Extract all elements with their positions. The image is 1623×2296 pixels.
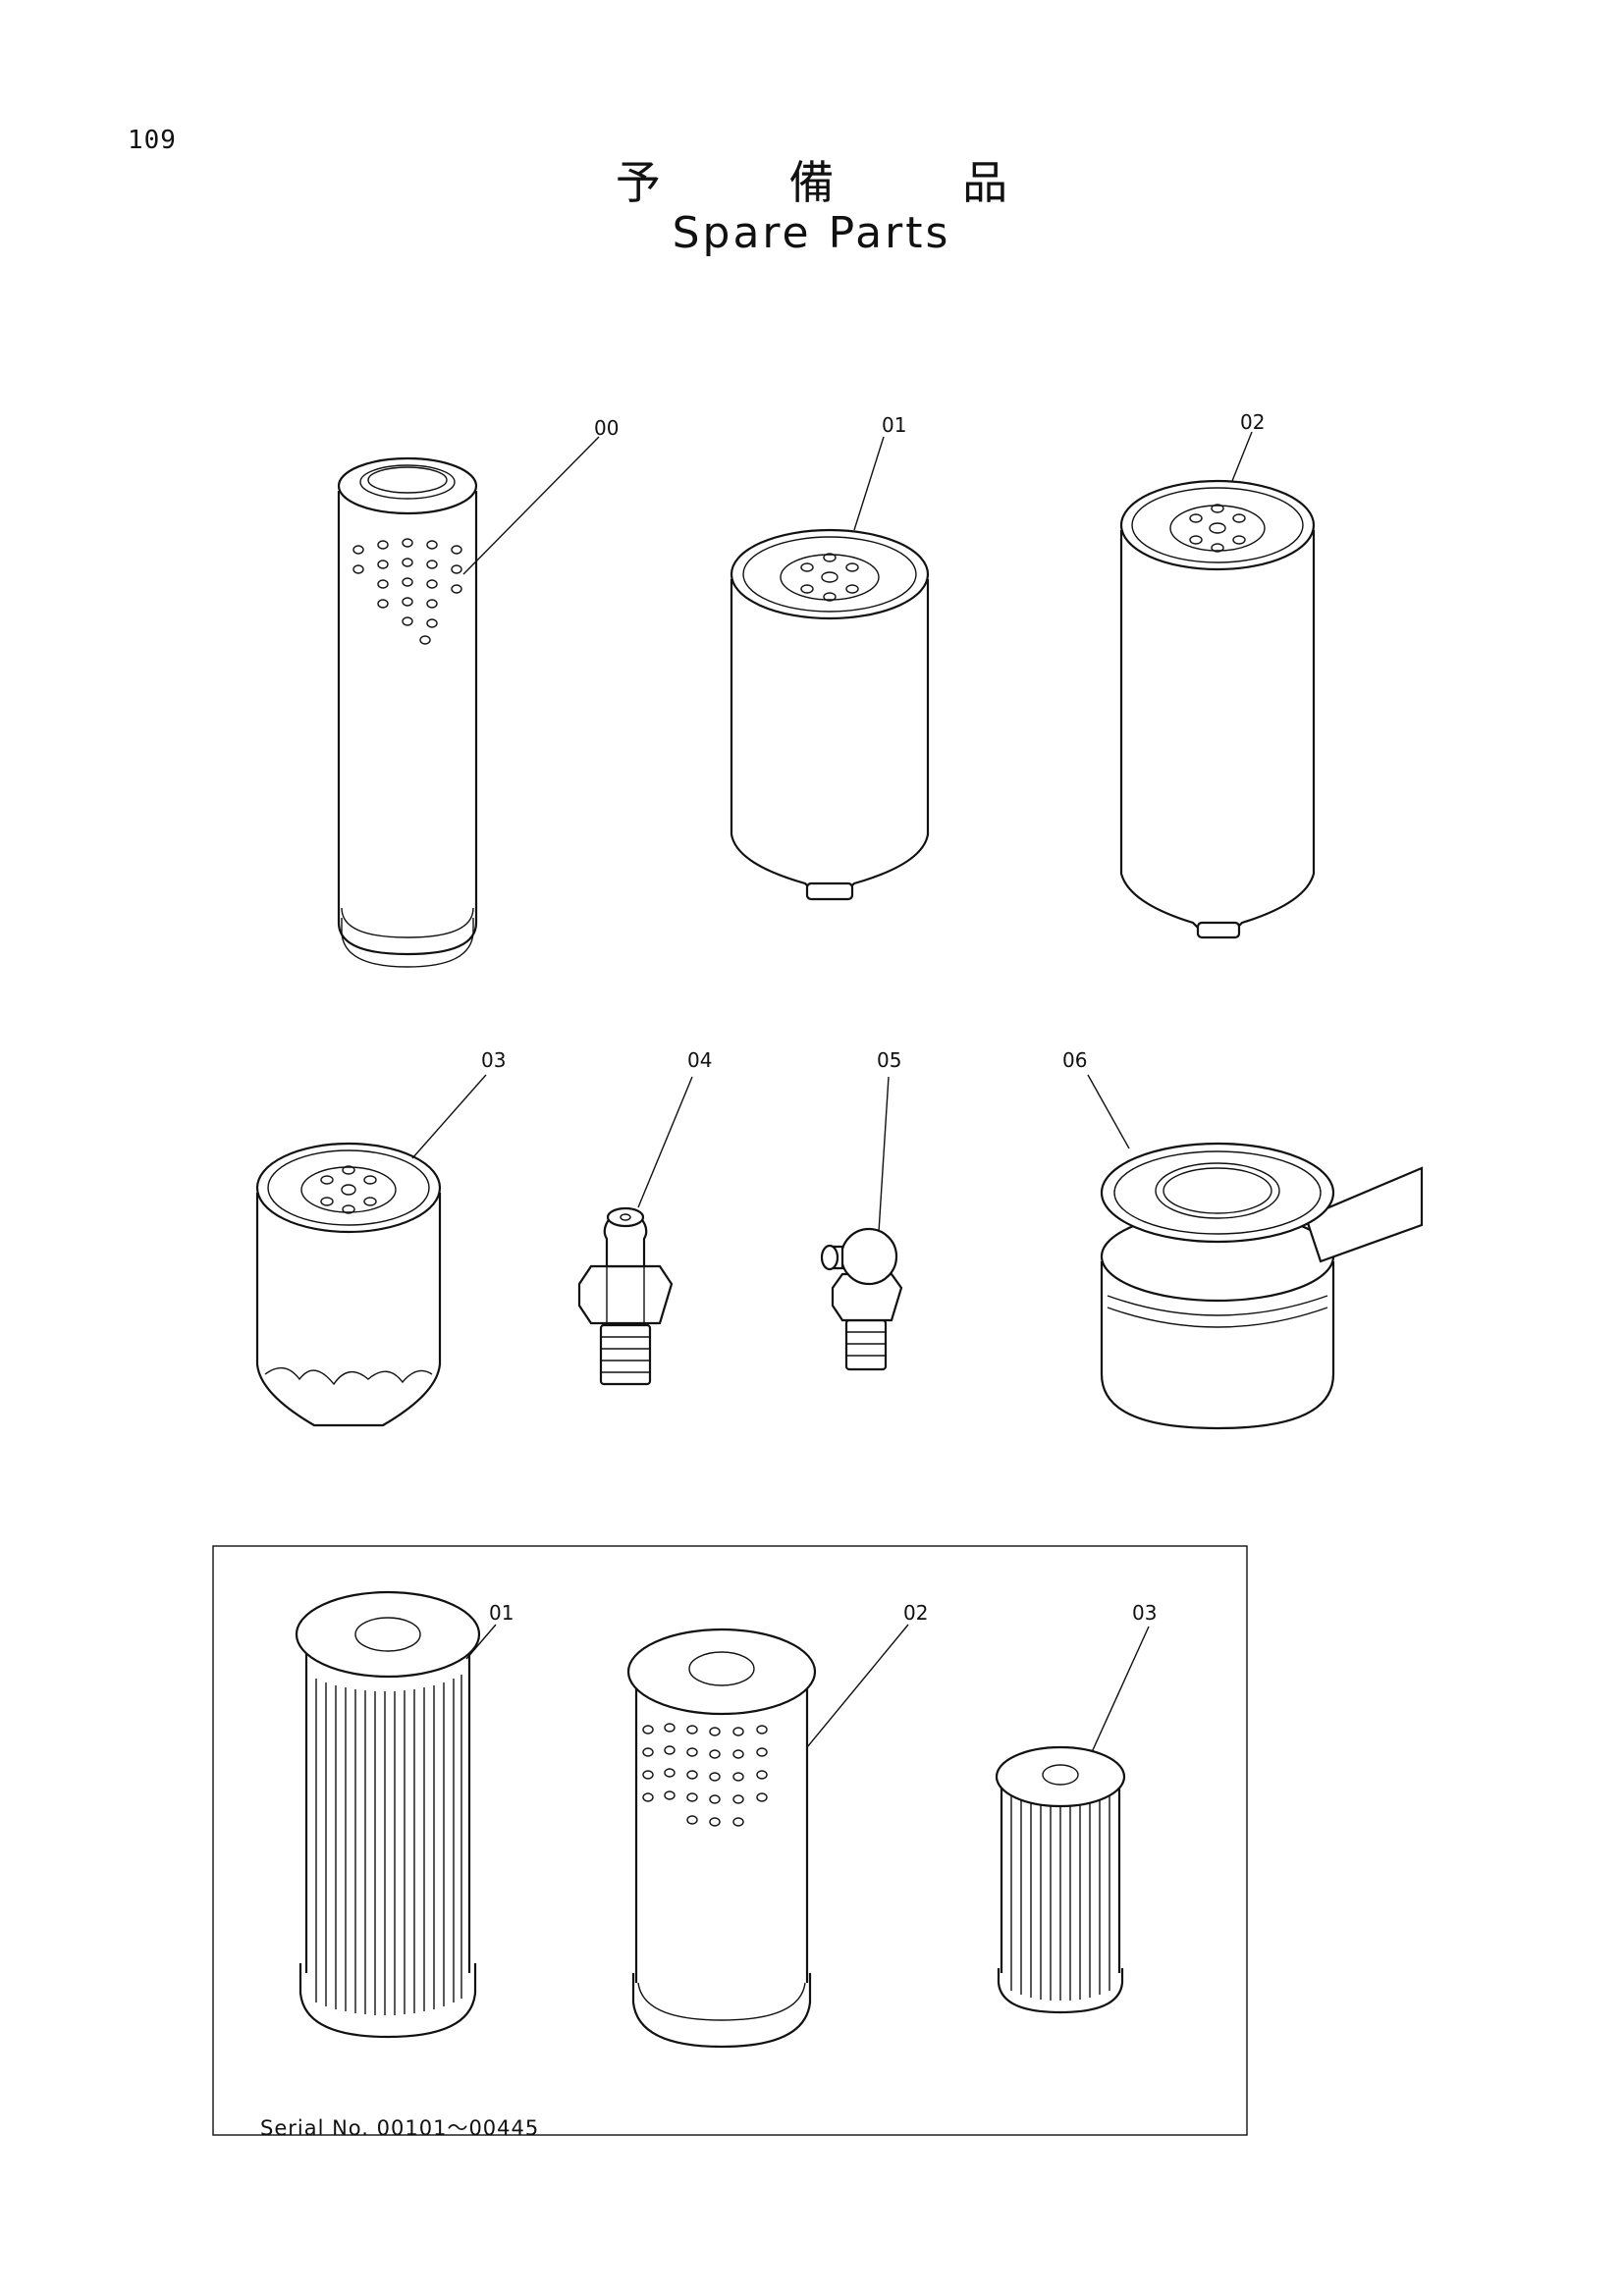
callout-00: 00 xyxy=(594,416,619,440)
part-02-spin-on-filter: 02 xyxy=(1119,410,1316,939)
callout-06: 06 xyxy=(1062,1048,1087,1072)
part-03-spin-on-filter: 03 xyxy=(255,1048,506,1427)
part-05-grease-fitting-angled: 05 xyxy=(820,1048,903,1371)
box-part-01-pleats xyxy=(315,1675,462,2015)
callout-box-02: 02 xyxy=(903,1601,928,1625)
callout-04: 04 xyxy=(687,1048,712,1072)
callout-box-03: 03 xyxy=(1132,1601,1157,1625)
page-title-japanese: 予 備 品 xyxy=(615,156,1065,209)
part-01-spin-on-filter: 01 xyxy=(730,413,930,901)
box-part-03-small-pleated-element: 03 xyxy=(995,1601,1157,2014)
callout-box-01: 01 xyxy=(489,1601,514,1625)
box-part-01-pleated-element: 01 xyxy=(295,1590,514,2039)
serial-number-note: Serial No. 00101～00445 xyxy=(260,2116,540,2140)
callout-03: 03 xyxy=(481,1048,506,1072)
callout-02: 02 xyxy=(1240,410,1265,434)
box-part-02-perforations xyxy=(642,1723,768,1827)
part-06-element-with-seal: 06 xyxy=(1062,1048,1424,1430)
box-part-02-perforated-element: 02 xyxy=(626,1601,928,2049)
serial-parts-frame xyxy=(212,1545,1248,2136)
part-00-cartridge-filter: 00 xyxy=(337,416,619,968)
page-number: 109 xyxy=(128,126,177,155)
callout-05: 05 xyxy=(877,1048,901,1072)
callout-01: 01 xyxy=(882,413,906,437)
part-04-grease-fitting-straight: 04 xyxy=(577,1048,712,1386)
part-00-perforations xyxy=(352,538,462,645)
box-part-03-pleats xyxy=(1010,1796,1110,2001)
page-title-english: Spare Parts xyxy=(672,208,951,258)
